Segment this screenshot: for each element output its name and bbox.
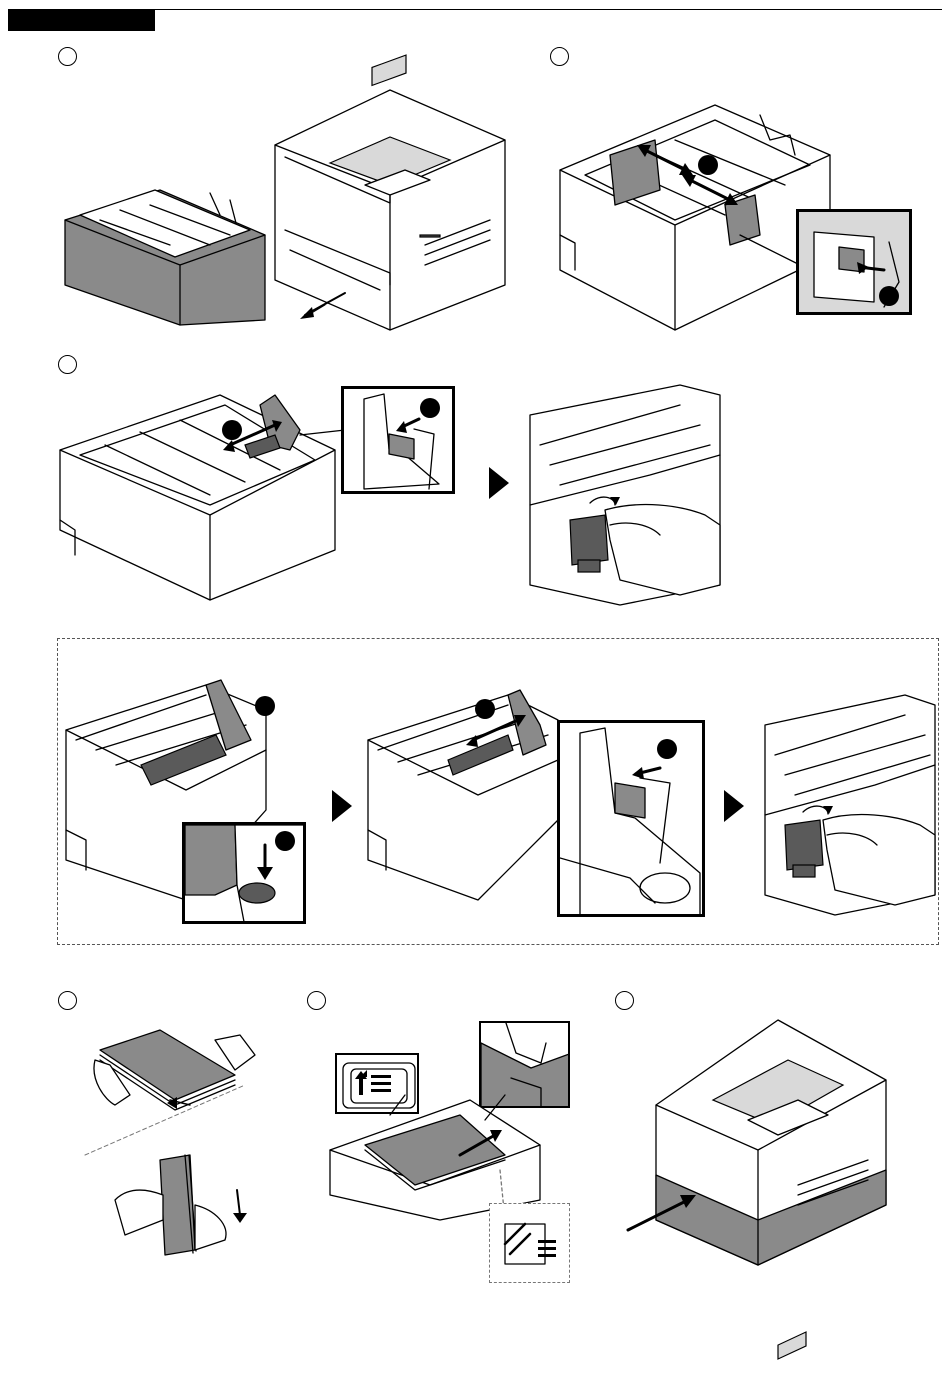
tray-load-illustration	[330, 1090, 540, 1220]
step-marker-4	[58, 991, 77, 1010]
header-rule	[155, 9, 942, 10]
step-marker-2	[550, 47, 569, 66]
callout-marker-alt-1	[255, 696, 275, 716]
step-marker-3	[58, 355, 77, 374]
callout-marker-3b	[420, 398, 440, 418]
callout-marker-alt-2	[475, 699, 495, 719]
printer-illustration-step-1	[60, 85, 510, 330]
play-triangle-icon	[489, 467, 509, 499]
printer-illustration-step-6	[628, 1020, 888, 1265]
dial-illustration-step-3	[530, 385, 720, 605]
dial-illustration-alt	[755, 695, 935, 915]
step-marker-5	[307, 991, 326, 1010]
play-triangle-icon	[724, 790, 744, 822]
header-tab	[8, 9, 155, 31]
play-triangle-icon	[332, 790, 352, 822]
tray-illustration-alt-2	[368, 690, 558, 900]
callout-marker-2b	[879, 286, 899, 306]
tray-illustration-step-3	[60, 390, 340, 600]
callout-marker-alt-2b	[657, 739, 677, 759]
fan-paper-illustration	[85, 1025, 260, 1270]
tray-illustration-step-2	[555, 95, 835, 330]
zoom-detail-length-lock	[557, 720, 705, 917]
step-marker-1	[58, 47, 77, 66]
paper-orientation-icon	[489, 1203, 570, 1283]
callout-marker-alt-1b	[275, 831, 295, 851]
step-marker-6	[615, 991, 634, 1010]
